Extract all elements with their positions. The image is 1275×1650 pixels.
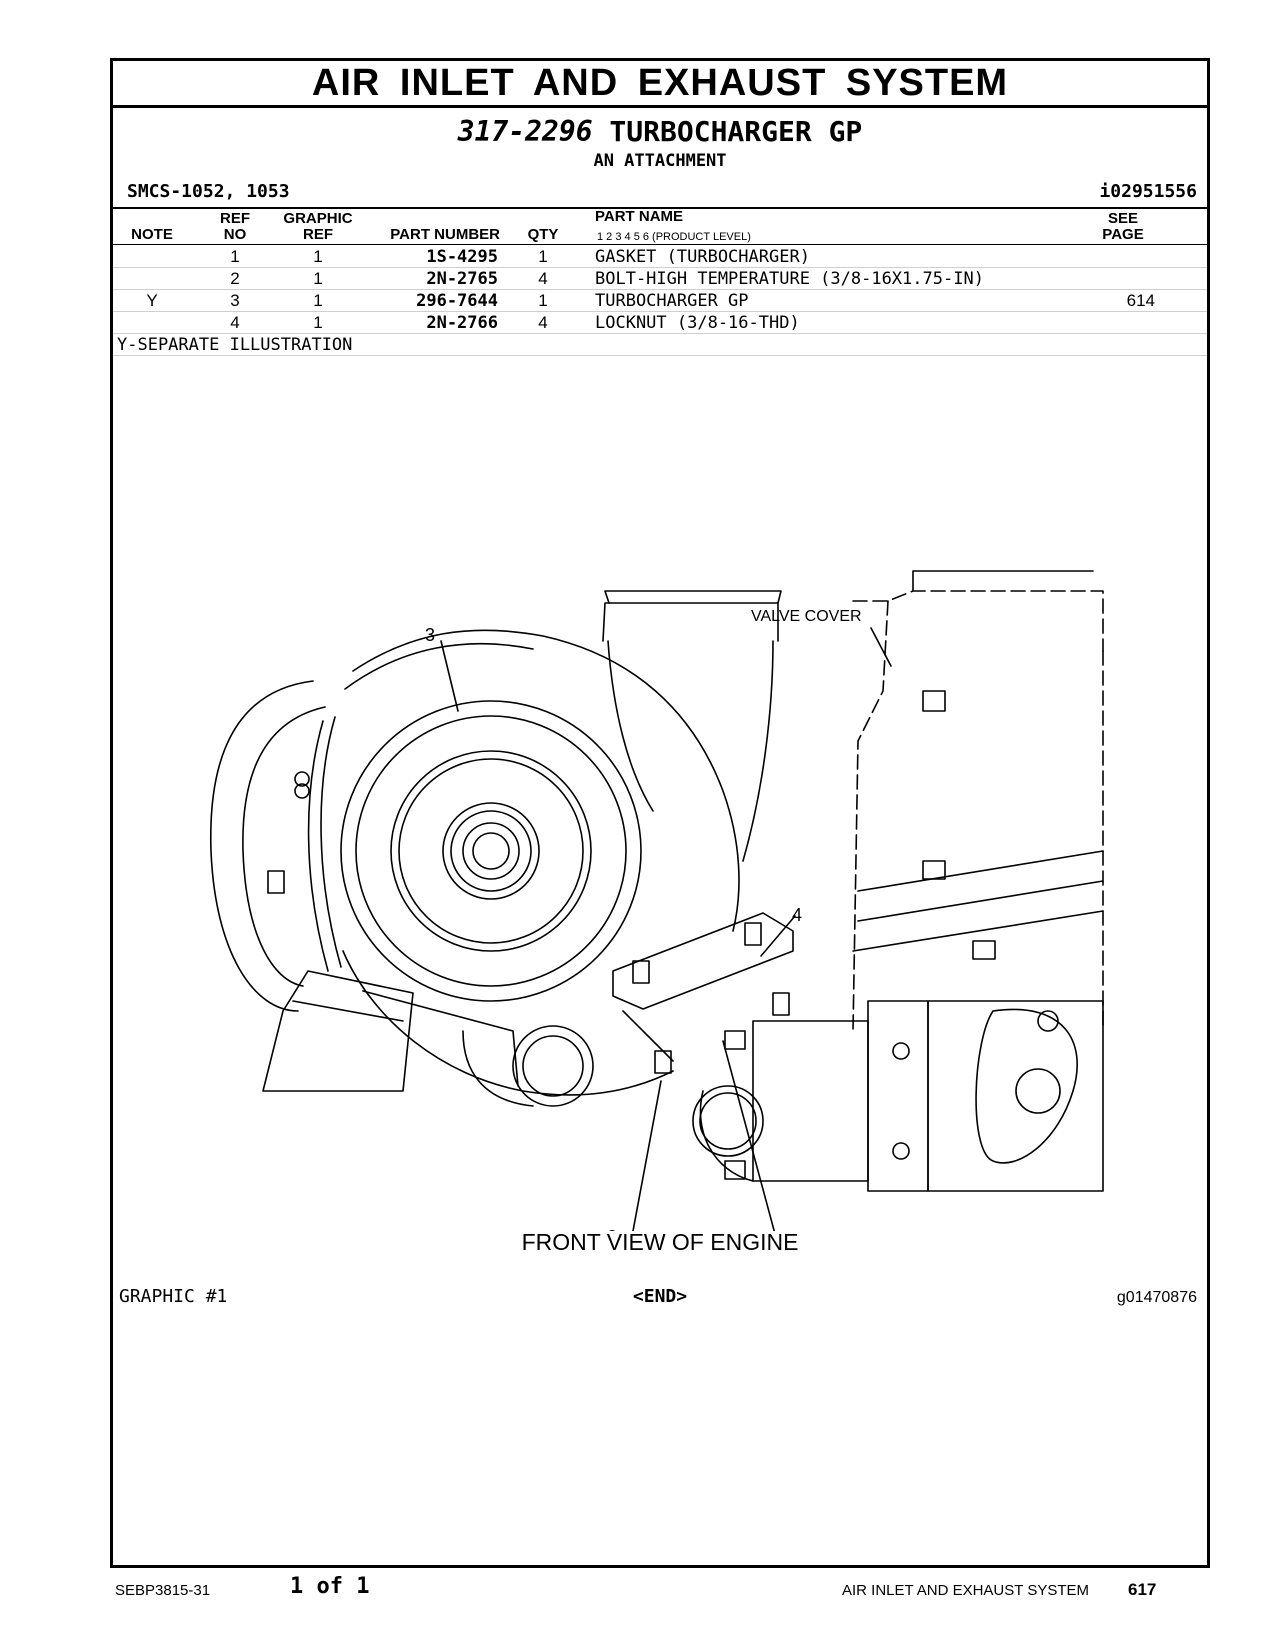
valve-cover-label: VALVE COVER (751, 608, 862, 625)
row-qty: 4 (538, 313, 548, 332)
col-see-page-line1: SEE (1107, 210, 1138, 227)
row-ref-no: 4 (230, 313, 240, 332)
row-ref-no: 3 (230, 291, 240, 310)
table-footnote: Y-SEPARATE ILLUSTRATION (117, 335, 353, 355)
row-divider (113, 333, 1207, 334)
col-product-level: 1 2 3 4 5 6 (PRODUCT LEVEL) (597, 231, 751, 243)
illustration-caption: FRONT VIEW OF ENGINE (521, 1229, 799, 1255)
col-part-number: PART NUMBER (390, 226, 500, 243)
row-divider (113, 311, 1207, 312)
col-graphic-ref-line2: REF (303, 226, 333, 243)
row-divider (113, 289, 1207, 290)
page-frame: AIR INLET AND EXHAUST SYSTEM 317-2296 TU… (110, 58, 1210, 1568)
section-title: AIR INLET AND EXHAUST SYSTEM (113, 61, 1207, 108)
end-marker: <END> (632, 1286, 688, 1307)
row-part-number: 2N-2765 (426, 269, 498, 289)
row-part-number: 296-7644 (416, 291, 498, 311)
graphic-label: GRAPHIC #1 (119, 1286, 228, 1307)
callout-2: 2 (607, 1227, 617, 1231)
col-note: NOTE (131, 226, 173, 243)
col-see-page-line2: PAGE (1102, 226, 1144, 243)
callout-4: 4 (792, 905, 802, 925)
row-ref-no: 2 (230, 269, 240, 288)
row-see-page: 614 (1126, 291, 1155, 310)
row-part-name: GASKET (TURBOCHARGER) (595, 247, 810, 267)
row-note: Y (146, 291, 158, 310)
row-qty: 1 (538, 247, 548, 266)
group-part-number: 317-2296 (457, 115, 593, 148)
group-name: TURBOCHARGER GP (609, 115, 863, 148)
row-part-name: BOLT-HIGH TEMPERATURE (3/8-16X1.75-IN) (595, 269, 984, 289)
footer-doc-number: SEBP3815-31 (115, 1582, 211, 1599)
group-title: 317-2296 TURBOCHARGER GP (113, 115, 1207, 149)
row-qty: 1 (538, 291, 548, 310)
col-ref-line1: REF (220, 210, 250, 227)
row-part-number: 1S-4295 (426, 247, 498, 267)
footer-page-of: 1 of 1 (290, 1574, 370, 1599)
document-id: i02951556 (1099, 181, 1197, 202)
row-part-name: LOCKNUT (3/8-16-THD) (595, 313, 800, 333)
table-top-rule (113, 207, 1207, 209)
table-header-rule (113, 244, 1207, 245)
row-divider (113, 267, 1207, 268)
row-graphic-ref: 1 (313, 269, 323, 288)
footer-page-number: 617 (1128, 1580, 1157, 1599)
callout-3: 3 (425, 625, 435, 645)
row-part-number: 2N-2766 (426, 313, 498, 333)
smcs-code: SMCS-1052, 1053 (127, 181, 290, 202)
row-divider (113, 355, 1207, 356)
col-part-name: PART NAME (595, 208, 684, 225)
footer-section: AIR INLET AND EXHAUST SYSTEM (842, 1582, 1090, 1599)
col-graphic-ref-line1: GRAPHIC (283, 210, 353, 227)
row-graphic-ref: 1 (313, 313, 323, 332)
row-part-name: TURBOCHARGER GP (595, 291, 749, 311)
turbocharger-illustration: 3 4 2 1 VALVE COVER (209, 570, 1104, 1231)
col-ref-line2: NO (223, 226, 247, 243)
row-graphic-ref: 1 (313, 291, 323, 310)
group-subtitle: AN ATTACHMENT (593, 151, 727, 171)
row-qty: 4 (538, 269, 548, 288)
row-ref-no: 1 (230, 247, 240, 266)
row-graphic-ref: 1 (313, 247, 323, 266)
graphic-id: g01470876 (1116, 1289, 1197, 1306)
col-qty: QTY (527, 226, 559, 243)
